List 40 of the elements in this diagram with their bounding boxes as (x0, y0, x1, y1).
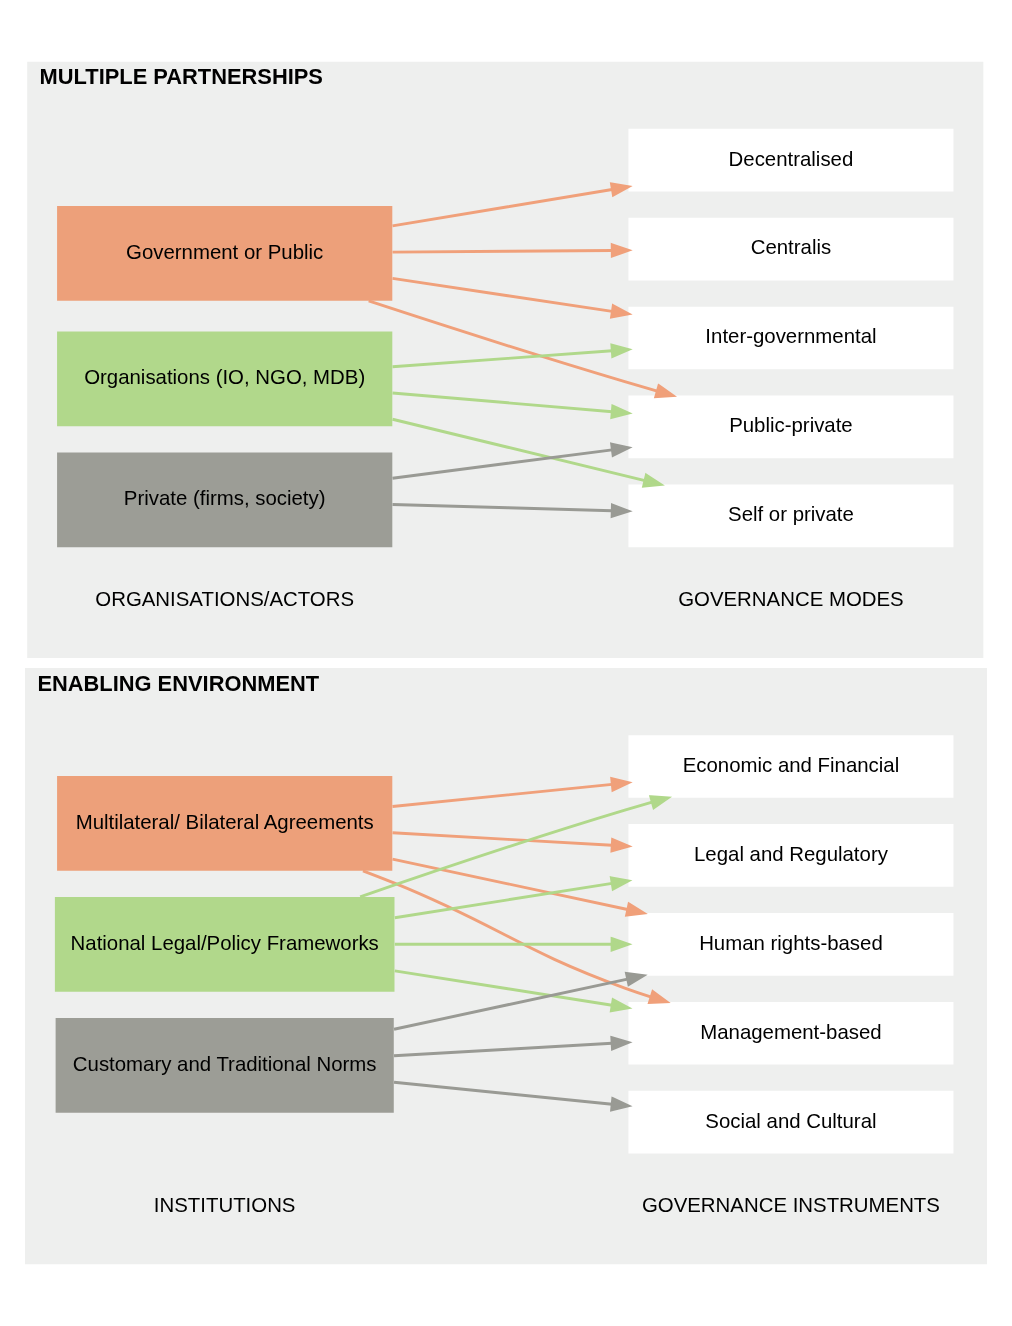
label: ORGANISATIONS/ACTORS (95, 587, 355, 610)
label: INSTITUTIONS (153, 1194, 296, 1217)
node-box: Multilateral/ Bilateral Agreements (57, 775, 393, 871)
node-box: Human rights-based (628, 912, 954, 976)
node-box: Legal and Regulatory (628, 824, 954, 887)
node-box: Centralis (628, 217, 954, 281)
node-box: Government or Public (57, 206, 393, 301)
arrow (393, 1080, 633, 1112)
arrow (392, 503, 633, 519)
arrow (394, 876, 633, 920)
arrow (368, 299, 678, 399)
arrow (392, 831, 633, 853)
arrow (392, 343, 633, 369)
label: GOVERNANCE INSTRUMENTS (641, 1194, 940, 1217)
arrow (359, 795, 673, 899)
label: GOVERNANCE MODES (678, 587, 904, 610)
node-box: Customary and Traditional Norms (55, 1017, 394, 1113)
node-box: Public-private (628, 395, 954, 459)
node-box: National Legal/Policy Frameworks (54, 896, 395, 992)
arrow (394, 936, 633, 952)
arrow (393, 971, 648, 1031)
arrow (392, 276, 633, 319)
arrow (362, 869, 671, 1004)
node-box: Inter-governmental (628, 306, 954, 370)
arrow (392, 242, 633, 259)
arrow (392, 776, 633, 808)
node-box: Organisations (IO, NGO, MDB) (57, 331, 393, 427)
arrow (392, 391, 633, 420)
arrow (393, 1035, 633, 1058)
arrow (392, 182, 633, 228)
node-box: Economic and Financial (628, 735, 954, 798)
node-box: Management-based (628, 1001, 954, 1065)
node-box: Self or private (628, 484, 954, 548)
node-box: Decentralised (628, 128, 954, 192)
arrow (394, 969, 633, 1013)
node-box: Social and Cultural (628, 1090, 954, 1154)
arrow (392, 417, 665, 488)
arrow (392, 442, 633, 480)
node-box: Private (firms, society) (57, 452, 393, 548)
arrow (392, 857, 648, 917)
